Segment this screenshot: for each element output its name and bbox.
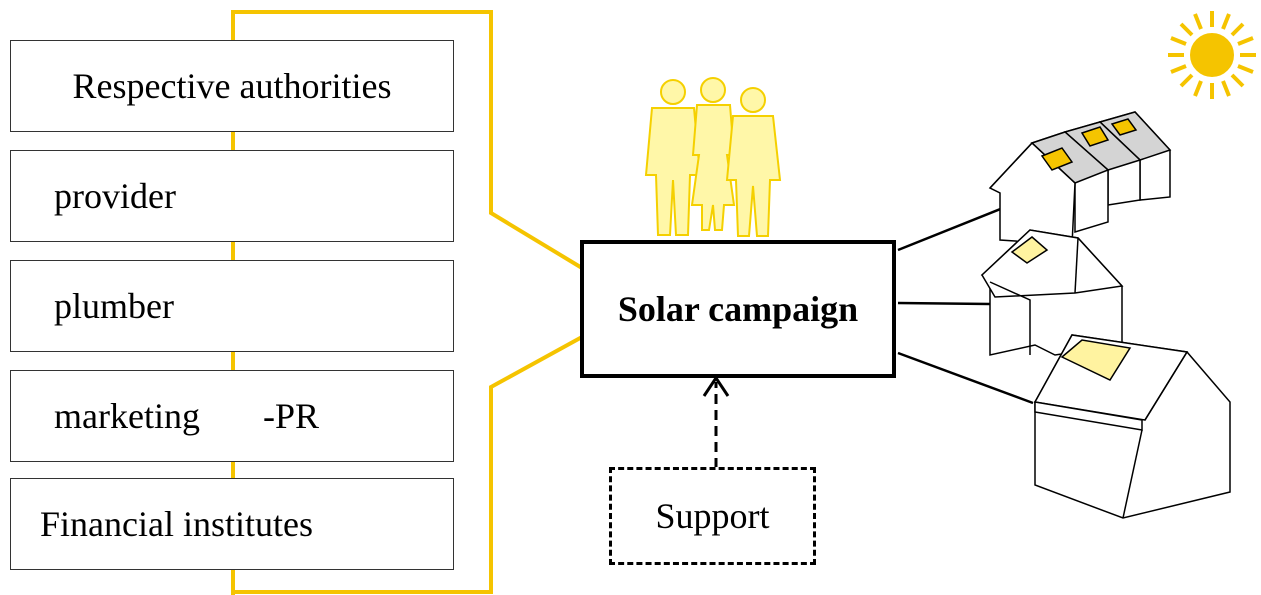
partner-label: Financial institutes [40,504,313,544]
connector-bottom [233,335,583,594]
partner-box-marketing: marketing -PR [10,370,454,462]
house-icon [980,229,1124,356]
support-arrow [702,375,730,468]
partner-box-plumber: plumber [10,260,454,352]
people-icon [644,77,782,237]
partner-box-financial: Financial institutes [10,478,454,570]
sun-icon [1168,11,1256,99]
partner-box-authorities: Respective authorities [10,40,454,132]
house-row-icon [988,111,1172,246]
house-icon [1033,334,1231,519]
partner-label: plumber [54,286,174,326]
partner-label: Respective authorities [72,66,392,106]
link-house-middle [897,301,991,306]
partner-label: provider [54,176,176,216]
partner-label: marketing -PR [54,396,319,436]
solar-campaign-box: Solar campaign [580,240,896,378]
solar-campaign-label: Solar campaign [617,289,859,329]
partner-box-provider: provider [10,150,454,242]
support-label: Support [655,496,770,536]
support-box: Support [609,467,816,565]
link-house-bottom [897,351,1034,405]
